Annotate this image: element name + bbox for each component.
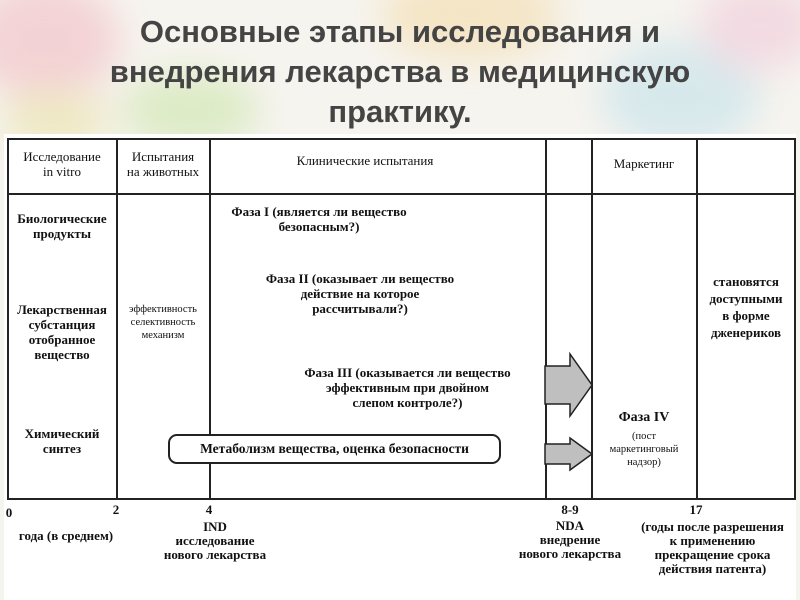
tick-17: 17 (689, 502, 703, 517)
metabolism-label: Метаболизм вещества, оценка безопасности (200, 441, 469, 456)
title-line: внедрения лекарства в медицинскую (109, 54, 691, 89)
diagram-panel (4, 134, 796, 600)
title-line: Основные этапы исследования и (139, 14, 661, 49)
title-line: практику. (328, 94, 472, 129)
tick-0: 0 (5, 505, 13, 520)
column-divider (116, 138, 118, 500)
column-divider (209, 138, 211, 500)
tick-8-9: 8-9 (561, 502, 579, 517)
phase-4-title: Фаза IV (618, 410, 670, 425)
column-divider (591, 138, 593, 500)
diagram-frame (7, 138, 796, 500)
tick-2: 2 (112, 502, 120, 517)
phase-3-arrow (544, 351, 593, 419)
column-divider (696, 138, 698, 500)
metabolism-arrow (544, 436, 594, 472)
years-label: года (в среднем) (18, 528, 114, 543)
tick-4: 4 (205, 502, 213, 517)
metabolism-box: Метаболизм вещества, оценка безопасности (168, 434, 501, 464)
header-divider (7, 193, 796, 195)
header-clinical: Клинические испытания (296, 153, 434, 168)
column-divider (545, 138, 547, 500)
page-title: Основные этапы исследования и внедрения … (0, 12, 800, 132)
header-marketing: Маркетинг (613, 156, 675, 171)
